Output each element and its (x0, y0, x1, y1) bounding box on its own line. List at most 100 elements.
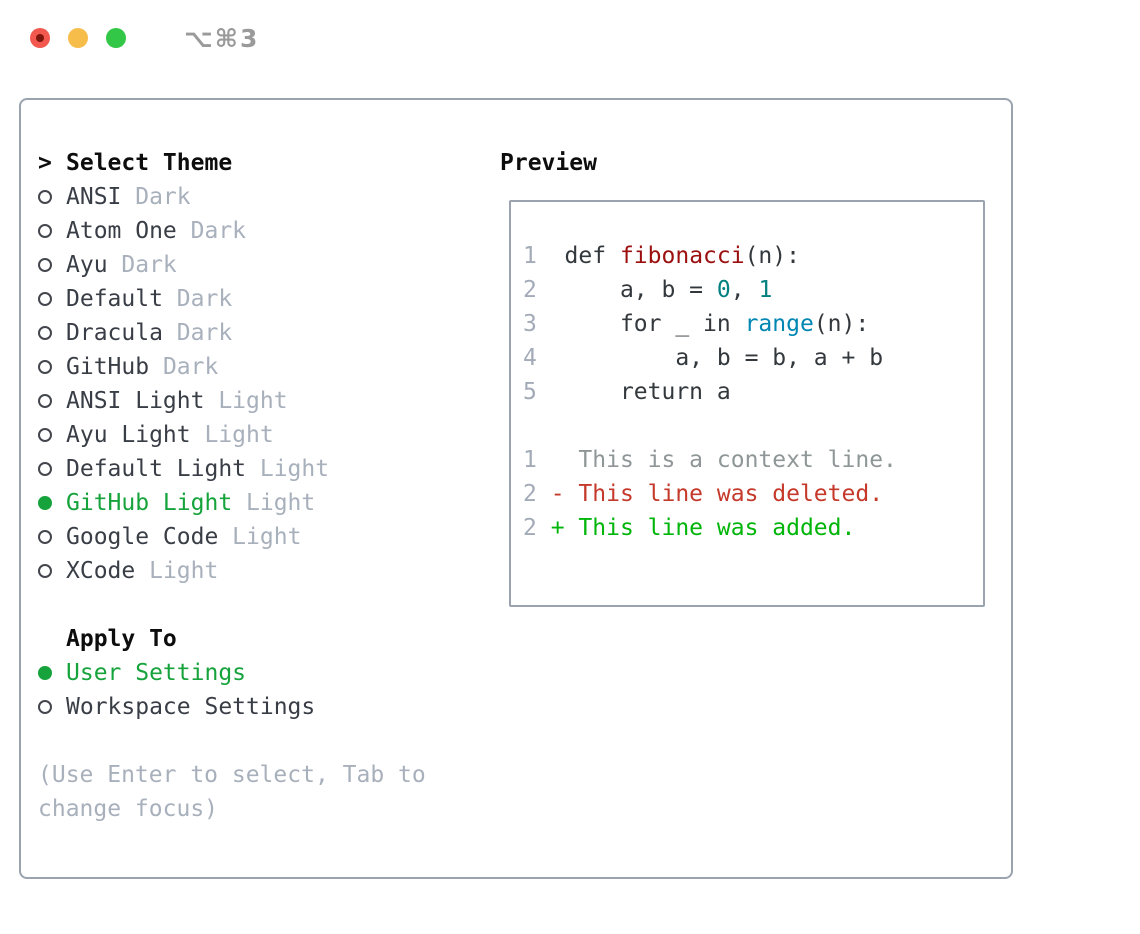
code-segment: + This line was added. (536, 515, 856, 541)
radio-icon[interactable] (38, 282, 66, 316)
theme-item-dracula[interactable]: Dracula Dark (38, 316, 488, 350)
radio-circle-icon (38, 428, 52, 442)
radio-selected-icon[interactable] (38, 486, 66, 520)
theme-name-label: Ayu Light (66, 422, 191, 448)
theme-item-github-light[interactable]: GitHub Light Light (38, 486, 488, 520)
theme-name-label: Google Code (66, 524, 219, 550)
theme-item-ansi[interactable]: ANSI Dark (38, 180, 488, 214)
radio-circle-icon (38, 360, 52, 374)
radio-circle-icon (38, 224, 52, 238)
theme-item-default-light[interactable]: Default Light Light (38, 452, 488, 486)
theme-item-default[interactable]: Default Dark (38, 282, 488, 316)
theme-variant-label: Light (246, 456, 330, 482)
theme-item-google-code[interactable]: Google Code Light (38, 520, 488, 554)
theme-name-label: ANSI Light (66, 388, 205, 414)
apply-option-label: Workspace Settings (66, 694, 316, 720)
radio-circle-icon (38, 530, 52, 544)
code-segment: for _ in (536, 311, 745, 337)
line-number: 2 (523, 277, 537, 303)
code-line: 3 for _ in range(n): (523, 307, 983, 341)
select-theme-header: > Select Theme (38, 146, 488, 180)
radio-icon[interactable] (38, 690, 66, 724)
apply-option-workspace-settings[interactable]: Workspace Settings (38, 690, 488, 724)
radio-icon[interactable] (38, 520, 66, 554)
radio-icon[interactable] (38, 316, 66, 350)
radio-icon[interactable] (38, 180, 66, 214)
theme-item-github[interactable]: GitHub Dark (38, 350, 488, 384)
line-number: 4 (523, 345, 537, 371)
theme-name-label: ANSI (66, 184, 122, 210)
radio-icon[interactable] (38, 418, 66, 452)
keyboard-hint: (Use Enter to select, Tab to change focu… (38, 762, 426, 822)
radio-icon[interactable] (38, 384, 66, 418)
theme-name-label: Default Light (66, 456, 247, 482)
apply-to-label: Apply To (66, 626, 177, 652)
radio-icon[interactable] (38, 214, 66, 248)
apply-option-label: User Settings (66, 660, 247, 686)
code-line: 5 return a (523, 375, 983, 409)
select-theme-label: Select Theme (66, 150, 233, 176)
code-line: 4 a, b = b, a + b (523, 341, 983, 375)
line-number: 2 (523, 515, 537, 541)
radio-circle-icon (38, 258, 52, 272)
radio-circle-icon (38, 496, 52, 510)
radio-circle-icon (38, 666, 52, 680)
diff-context-line: 1 This is a context line. (523, 443, 983, 477)
radio-icon[interactable] (38, 350, 66, 384)
line-number: 5 (523, 379, 537, 405)
radio-icon[interactable] (38, 248, 66, 282)
theme-variant-label: Light (218, 524, 302, 550)
theme-item-ansi-light[interactable]: ANSI Light Light (38, 384, 488, 418)
close-button-icon[interactable] (30, 28, 50, 48)
prompt-caret-icon: > (38, 150, 52, 176)
code-segment: fibonacci (619, 243, 745, 269)
radio-icon[interactable] (38, 554, 66, 588)
theme-item-xcode[interactable]: XCode Light (38, 554, 488, 588)
line-number: 2 (523, 481, 537, 507)
minimize-button-icon[interactable] (68, 28, 88, 48)
code-segment: , (730, 277, 759, 303)
theme-variant-label: Light (232, 490, 316, 516)
radio-circle-icon (38, 700, 52, 714)
code-line: 1 def fibonacci(n): (523, 239, 983, 273)
diff-added-line: 2 + This line was added. (523, 511, 983, 545)
theme-variant-label: Dark (107, 252, 177, 278)
theme-name-label: GitHub Light (66, 490, 233, 516)
radio-circle-icon (38, 462, 52, 476)
theme-name-label: GitHub (66, 354, 150, 380)
radio-circle-icon (38, 394, 52, 408)
theme-variant-label: Light (190, 422, 274, 448)
theme-variant-label: Dark (176, 218, 247, 244)
radio-selected-icon[interactable] (38, 656, 66, 690)
theme-item-ayu[interactable]: Ayu Dark (38, 248, 488, 282)
theme-variant-label: Dark (149, 354, 219, 380)
line-number: 3 (523, 311, 537, 337)
theme-item-atom-one[interactable]: Atom One Dark (38, 214, 488, 248)
theme-name-label: Atom One (66, 218, 177, 244)
zoom-button-icon[interactable] (106, 28, 126, 48)
code-segment: 0 (716, 277, 731, 303)
spacer (38, 724, 488, 758)
code-segment: def (536, 243, 620, 269)
apply-option-user-settings[interactable]: User Settings (38, 656, 488, 690)
theme-name-label: XCode (66, 558, 136, 584)
radio-circle-icon (38, 292, 52, 306)
theme-variant-label: Dark (162, 320, 233, 346)
code-segment: a, b = b, a + b (536, 345, 884, 371)
code-segment: (n): (813, 311, 870, 337)
radio-circle-icon (38, 326, 52, 340)
code-segment: (n): (744, 243, 800, 269)
radio-icon[interactable] (38, 452, 66, 486)
code-segment: return a (536, 379, 731, 405)
theme-item-ayu-light[interactable]: Ayu Light Light (38, 418, 488, 452)
line-number: 1 (523, 447, 537, 473)
blank-line (523, 409, 983, 443)
code-segment: range (744, 311, 814, 337)
theme-variant-label: Light (135, 558, 219, 584)
spacer (38, 588, 488, 622)
theme-name-label: Dracula (66, 320, 163, 346)
